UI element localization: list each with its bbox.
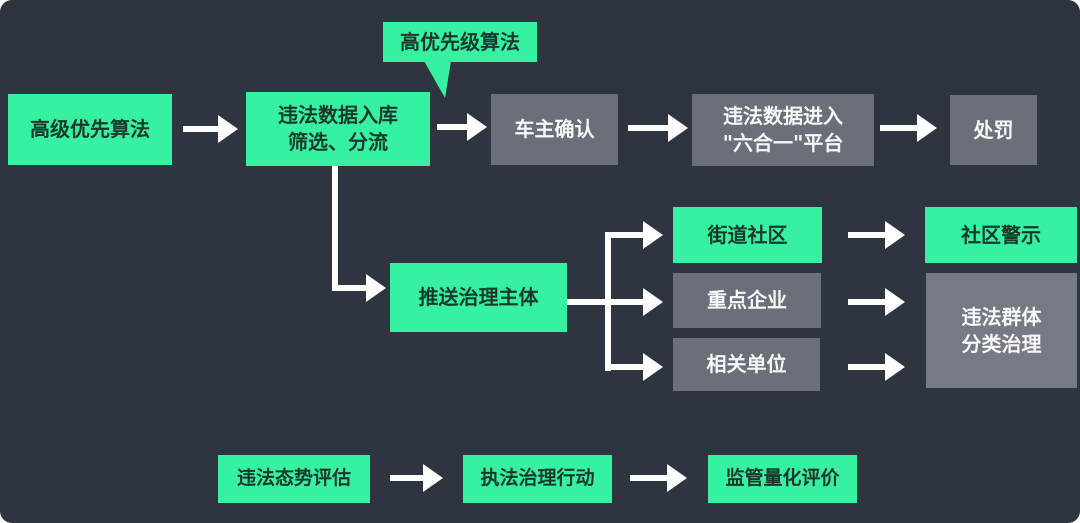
arrow-units-to-group-icon bbox=[848, 353, 905, 381]
arrow-shaft bbox=[605, 299, 648, 305]
node-owner-confirmation: 车主确认 bbox=[491, 94, 618, 165]
callout-high-priority-algorithm: 高优先级算法 bbox=[383, 22, 537, 62]
node-advanced-priority-algorithm: 高级优先算法 bbox=[8, 94, 172, 165]
arrow-head bbox=[423, 464, 443, 492]
arrow-branch-to-street-icon bbox=[605, 221, 663, 249]
arrow-assessment-to-action-icon bbox=[390, 464, 443, 492]
node-data-intake-screening: 违法数据入库 筛选、分流 bbox=[246, 92, 430, 166]
node-label: 违法态势评估 bbox=[236, 467, 351, 490]
arrow-shaft bbox=[848, 364, 890, 370]
node-street-community: 街道社区 bbox=[673, 207, 822, 263]
node-quantitative-evaluation: 监管量化评价 bbox=[708, 455, 857, 503]
arrow-intake-to-owner-icon bbox=[437, 113, 487, 141]
arrow-shaft bbox=[848, 299, 890, 305]
node-label-line1: 违法群体 bbox=[961, 304, 1042, 329]
node-label: 监管量化评价 bbox=[725, 467, 840, 490]
arrow-head bbox=[643, 221, 663, 249]
arrow-action-to-evaluation-icon bbox=[630, 464, 687, 492]
arrow-shaft bbox=[605, 364, 648, 370]
arrow-shaft bbox=[880, 125, 922, 131]
arrow-branch-to-enterprise-icon bbox=[605, 288, 663, 316]
arrow-shaft bbox=[630, 475, 672, 481]
node-enforcement-action: 执法治理行动 bbox=[463, 455, 612, 503]
arrow-head bbox=[885, 288, 905, 316]
arrow-head bbox=[366, 274, 386, 302]
node-label: 社区警示 bbox=[961, 222, 1041, 247]
connector-line-vertical bbox=[332, 166, 338, 291]
node-label-line2: 筛选、分流 bbox=[288, 130, 388, 154]
node-label-line2: 分类治理 bbox=[961, 331, 1042, 356]
node-key-enterprises: 重点企业 bbox=[673, 273, 821, 328]
node-group-classified-governance: 违法群体 分类治理 bbox=[926, 273, 1077, 388]
arrow-shaft bbox=[437, 124, 472, 130]
arrow-head bbox=[885, 221, 905, 249]
arrow-algorithm-to-intake-icon bbox=[183, 115, 238, 143]
node-label-line1: 违法数据进入 bbox=[723, 104, 843, 128]
arrow-head bbox=[667, 464, 687, 492]
node-penalty: 处罚 bbox=[950, 95, 1037, 165]
arrow-head bbox=[917, 114, 937, 142]
arrow-head bbox=[643, 353, 663, 381]
node-community-warning: 社区警示 bbox=[925, 207, 1077, 263]
arrow-shaft bbox=[848, 232, 890, 238]
node-push-governance-bodies: 推送治理主体 bbox=[390, 263, 567, 332]
arrow-head bbox=[643, 288, 663, 316]
connector-line-feed bbox=[567, 299, 611, 305]
arrow-shaft bbox=[332, 285, 371, 291]
node-label-line2: "六合一"平台 bbox=[722, 131, 844, 155]
arrow-elbow-to-push-icon bbox=[332, 274, 386, 302]
node-label: 处罚 bbox=[973, 117, 1014, 142]
arrow-platform-to-penalty-icon bbox=[880, 114, 937, 142]
arrow-shaft bbox=[605, 232, 648, 238]
arrow-head bbox=[467, 113, 487, 141]
arrow-head bbox=[668, 114, 688, 142]
node-situation-assessment: 违法态势评估 bbox=[218, 455, 370, 503]
node-label: 相关单位 bbox=[706, 352, 787, 376]
arrow-shaft bbox=[628, 125, 673, 131]
arrow-street-to-warning-icon bbox=[848, 221, 905, 249]
arrow-head bbox=[218, 115, 238, 143]
node-label: 高级优先算法 bbox=[30, 117, 150, 141]
node-label: 推送治理主体 bbox=[418, 285, 539, 309]
node-label: 车主确认 bbox=[514, 117, 595, 141]
node-label: 执法治理行动 bbox=[480, 467, 595, 490]
node-label: 街道社区 bbox=[707, 222, 788, 247]
node-label: 重点企业 bbox=[707, 288, 787, 312]
arrow-shaft bbox=[390, 475, 428, 481]
arrow-head bbox=[885, 353, 905, 381]
arrow-owner-to-platform-icon bbox=[628, 114, 688, 142]
callout-label: 高优先级算法 bbox=[400, 29, 520, 54]
node-related-units: 相关单位 bbox=[673, 338, 820, 391]
node-label-line1: 违法数据入库 bbox=[278, 103, 398, 127]
arrow-shaft bbox=[183, 126, 223, 132]
arrow-branch-to-units-icon bbox=[605, 353, 663, 381]
node-platform-entry: 违法数据进入 "六合一"平台 bbox=[692, 94, 874, 166]
arrow-enterprise-to-group-icon bbox=[848, 288, 905, 316]
